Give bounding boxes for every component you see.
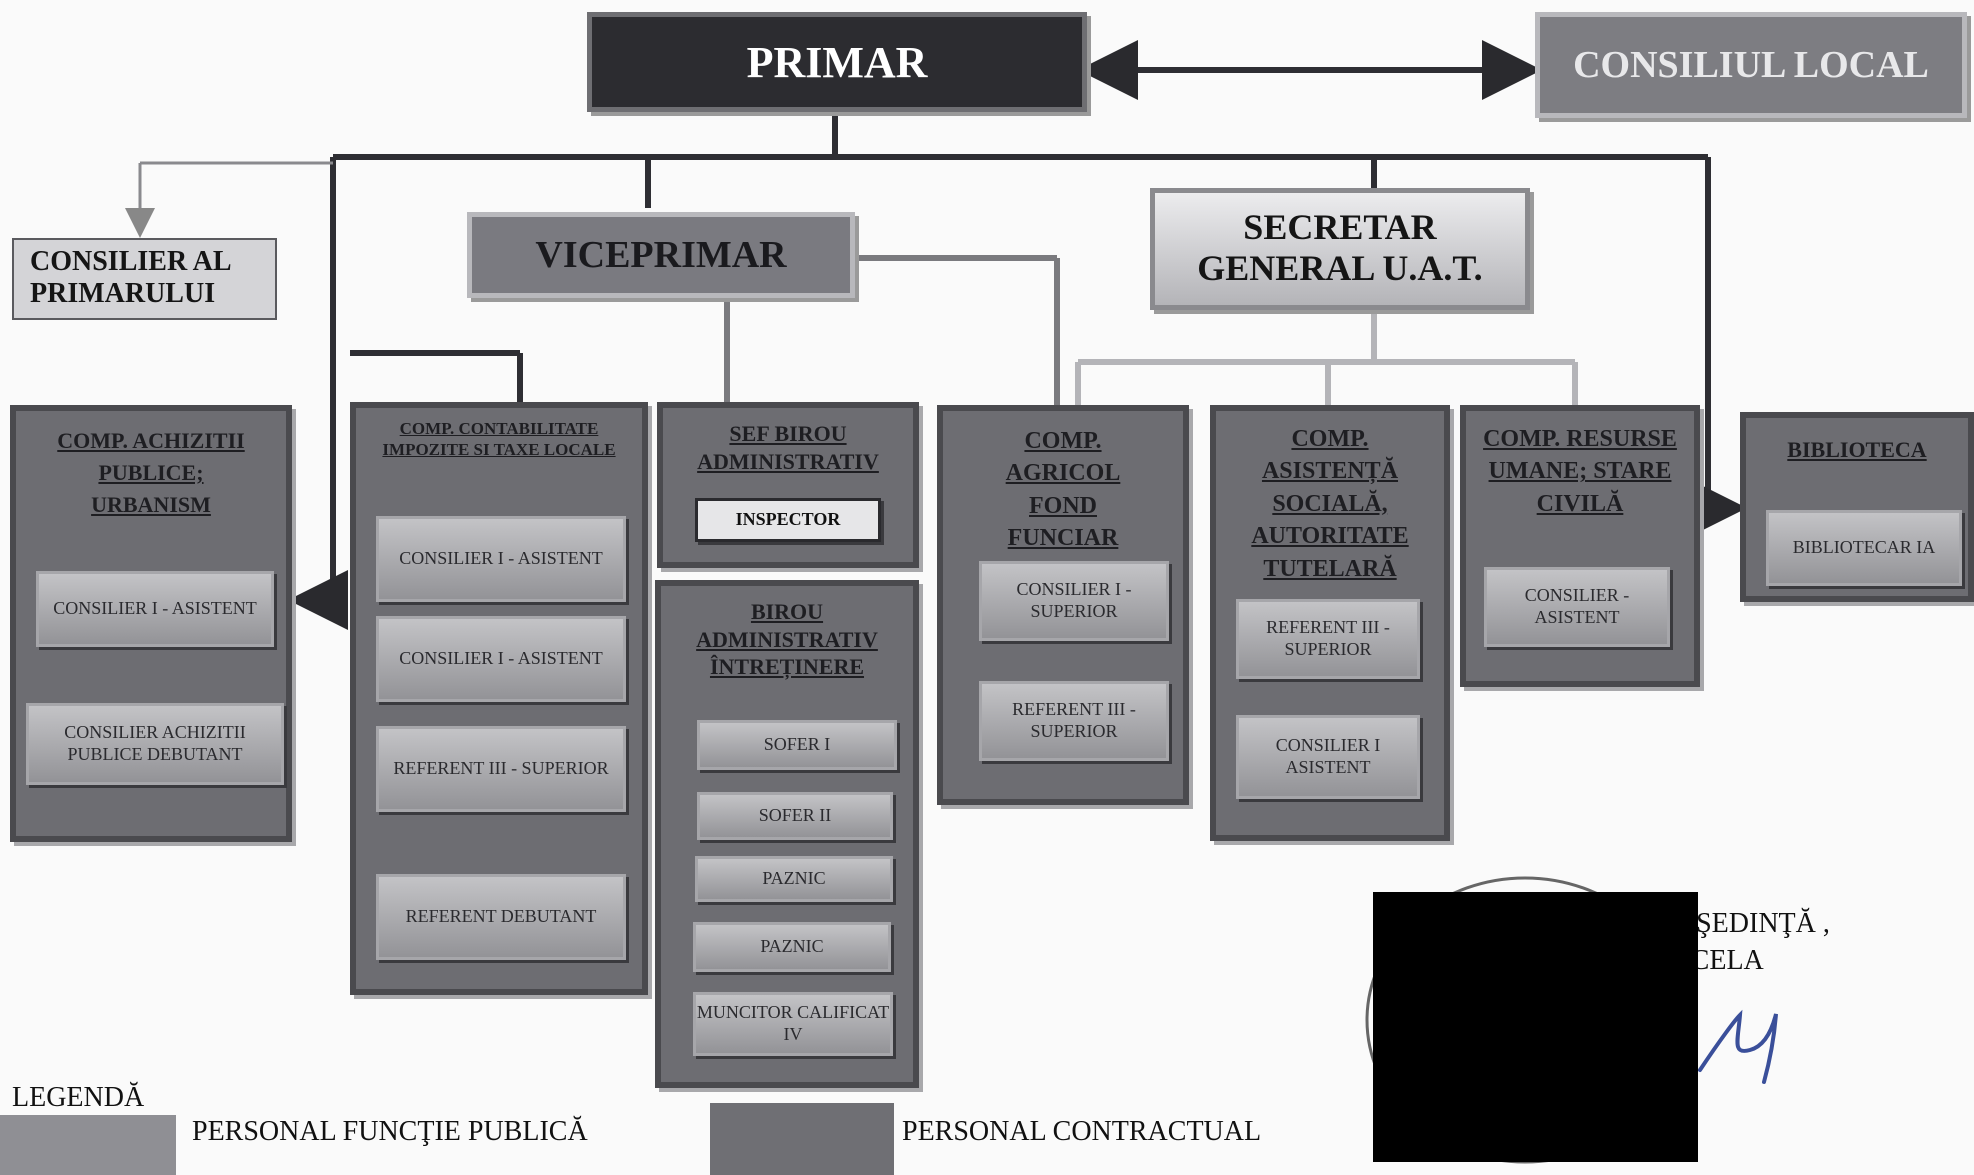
group-title: COMP. RESURSE UMANE; STARE CIVILĂ: [1483, 426, 1677, 517]
viceprimar-box: VICEPRIMAR: [467, 212, 855, 298]
position-box: PAZNIC: [693, 922, 891, 972]
secretar-label-line1: SECRETAR: [1243, 207, 1437, 247]
group-achizitii-urbanism: COMP. ACHIZITII PUBLICE; URBANISM CONSIL…: [10, 405, 292, 842]
group-title: COMP. ASISTENȚĂ SOCIALĂ, AUTORITATE TUTE…: [1251, 426, 1409, 582]
group-title: BIBLIOTECA: [1787, 437, 1927, 462]
position-box: CONSILIER I - ASISTENT: [36, 571, 274, 647]
position-box: CONSILIER I - ASISTENT: [376, 516, 626, 602]
secretar-general-box: SECRETAR GENERAL U.A.T.: [1150, 188, 1530, 310]
consilier-primar-box: CONSILIER AL PRIMARULUI: [12, 238, 277, 320]
consiliul-local-box: CONSILIUL LOCAL: [1535, 12, 1967, 118]
position-box: CONSILIER I - SUPERIOR: [979, 561, 1169, 641]
position-box: CONSILIER - ASISTENT: [1484, 567, 1670, 647]
position-box: REFERENT III - SUPERIOR: [376, 726, 626, 812]
group-title: COMP. AGRICOL FOND FUNCIAR: [1005, 428, 1121, 552]
group-birou-administrativ: BIROU ADMINISTRATIV ÎNTREȚINERE SOFER I …: [655, 580, 919, 1088]
group-title: COMP. CONTABILITATE IMPOZITE SI TAXE LOC…: [382, 419, 616, 460]
group-biblioteca: BIBLIOTECA BIBLIOTECAR IA: [1740, 412, 1974, 602]
group-asistenta-sociala: COMP. ASISTENȚĂ SOCIALĂ, AUTORITATE TUTE…: [1210, 405, 1450, 841]
position-box: CONSILIER I - ASISTENT: [376, 616, 626, 702]
primar-label: PRIMAR: [746, 37, 928, 87]
primar-box: PRIMAR: [587, 12, 1087, 112]
position-box: REFERENT DEBUTANT: [376, 874, 626, 960]
position-box: SOFER II: [697, 792, 893, 840]
position-box: REFERENT III - SUPERIOR: [979, 681, 1169, 761]
redaction-block: [1373, 892, 1698, 1162]
position-box: CONSILIER I ASISTENT: [1236, 715, 1420, 799]
position-box: PAZNIC: [695, 856, 893, 902]
position-box: BIBLIOTECAR IA: [1766, 510, 1962, 586]
group-sef-birou: SEF BIROU ADMINISTRATIV INSPECTOR: [657, 402, 919, 568]
group-agricol: COMP. AGRICOL FOND FUNCIAR CONSILIER I -…: [937, 405, 1189, 805]
position-box: INSPECTOR: [695, 498, 881, 542]
legend-title: LEGENDĂ: [12, 1082, 145, 1113]
group-title: BIROU ADMINISTRATIV ÎNTREȚINERE: [696, 599, 878, 679]
handwritten-signature: [1698, 1009, 1778, 1084]
legend-contract-label: PERSONAL CONTRACTUAL: [902, 1116, 1262, 1147]
legend-public-label: PERSONAL FUNCŢIE PUBLICĂ: [192, 1116, 588, 1147]
group-resurse-umane: COMP. RESURSE UMANE; STARE CIVILĂ CONSIL…: [1460, 405, 1700, 687]
consiliul-local-label: CONSILIUL LOCAL: [1573, 44, 1929, 86]
consilier-primar-label: CONSILIER AL PRIMARULUI: [30, 246, 230, 310]
group-title: COMP. ACHIZITII PUBLICE; URBANISM: [57, 428, 245, 517]
position-box: MUNCITOR CALIFICAT IV: [693, 992, 893, 1056]
secretar-label-line2: GENERAL U.A.T.: [1197, 248, 1483, 289]
group-contabilitate: COMP. CONTABILITATE IMPOZITE SI TAXE LOC…: [350, 402, 648, 995]
position-box: SOFER I: [697, 720, 897, 770]
group-title: SEF BIROU ADMINISTRATIV: [697, 421, 879, 474]
legend-contract-swatch: [710, 1103, 894, 1175]
signature-line-1: E ŞEDINŢĂ ,: [1672, 908, 1830, 939]
position-box: REFERENT III - SUPERIOR: [1236, 599, 1420, 679]
legend-public-swatch: [0, 1115, 176, 1175]
viceprimar-label: VICEPRIMAR: [535, 234, 787, 276]
position-box: CONSILIER ACHIZITII PUBLICE DEBUTANT: [26, 703, 284, 785]
